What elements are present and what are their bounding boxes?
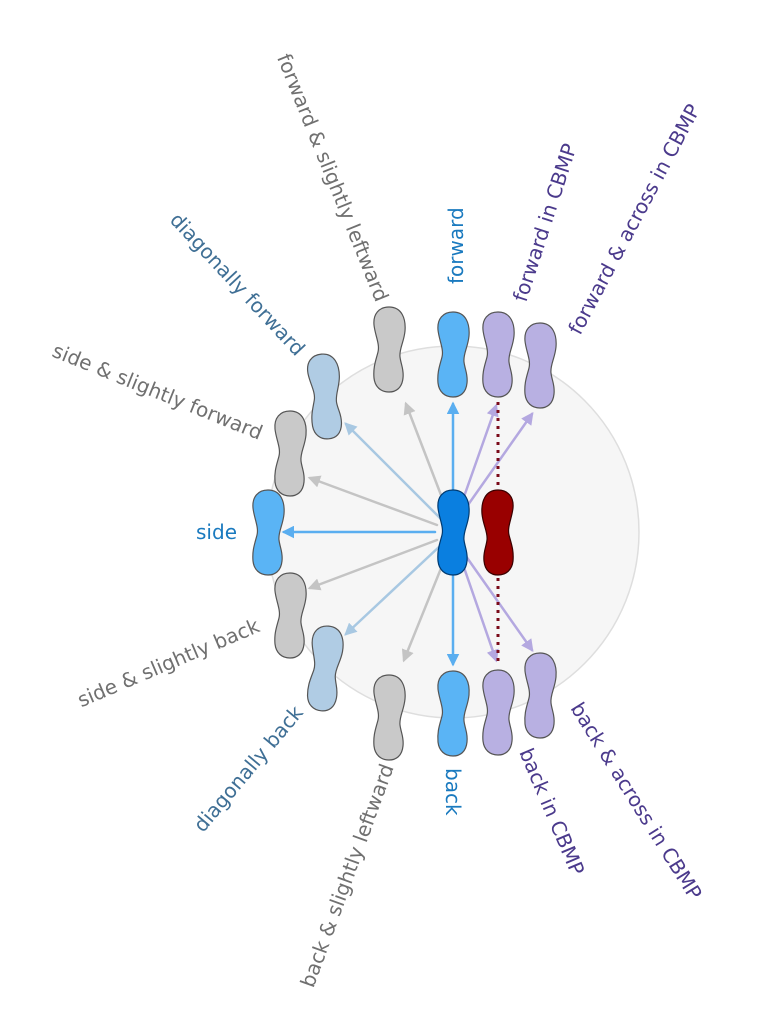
arrow-diagonally-back <box>344 544 442 636</box>
label-forward: forward <box>444 207 468 284</box>
foot-side <box>252 489 285 576</box>
label-forward-across-in-cbmp: forward & across in CBMP <box>563 100 705 338</box>
arrow-back-in-cbmp <box>458 554 499 663</box>
arrow-back-across-in-cbmp <box>461 550 534 653</box>
active-foot <box>437 489 470 576</box>
label-back-in-cbmp: back in CBMP <box>514 745 589 879</box>
foot-forward-in-cbmp <box>482 311 515 398</box>
arrow-forward-in-cbmp <box>458 403 499 510</box>
label-forward-slightly-leftward: forward & slightly leftward <box>272 50 394 305</box>
label-back-across-in-cbmp: back & across in CBMP <box>566 698 707 904</box>
arrow-back-slightly-leftward <box>401 554 448 663</box>
arrow-forward-across-in-cbmp <box>461 411 534 514</box>
foot-back-slightly-leftward <box>373 674 406 761</box>
foot-back-in-cbmp <box>482 669 515 756</box>
arrow-diagonally-forward <box>344 422 442 520</box>
label-side-slightly-back: side & slightly back <box>74 613 264 712</box>
label-diagonally-back: diagonally back <box>188 700 308 836</box>
foot-forward-slightly-leftward <box>373 306 406 393</box>
supporting-foot <box>481 489 514 576</box>
foot-forward <box>437 311 470 398</box>
foot-side-slightly-back <box>274 572 307 659</box>
foot-side-slightly-forward <box>274 410 307 497</box>
label-side: side <box>196 520 237 544</box>
arrow-forward-slightly-leftward <box>403 401 448 510</box>
label-diagonally-forward: diagonally forward <box>165 208 310 361</box>
label-back-slightly-leftward: back & slightly leftward <box>295 761 398 991</box>
arrow-side-slightly-forward <box>307 475 439 527</box>
direction-arrows <box>281 401 534 667</box>
foot-back <box>437 670 470 757</box>
arrow-side-slightly-back <box>307 538 439 591</box>
label-side-slightly-forward: side & slightly forward <box>49 338 266 444</box>
foot-back-across-in-cbmp <box>524 652 557 739</box>
foot-forward-across-in-cbmp <box>524 322 557 409</box>
label-forward-in-cbmp: forward in CBMP <box>508 141 582 305</box>
label-back: back <box>441 768 465 816</box>
